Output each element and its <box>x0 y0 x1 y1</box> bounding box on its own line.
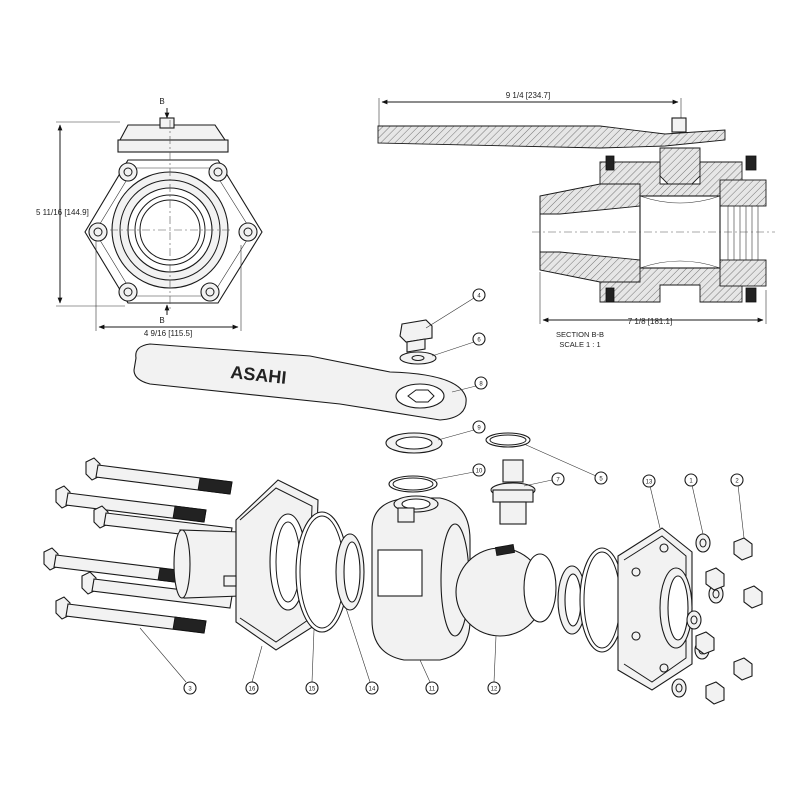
svg-text:2: 2 <box>735 479 739 485</box>
svg-text:15: 15 <box>309 687 316 693</box>
stem <box>490 459 536 525</box>
length-dimension: 9 1/4 [234.7] <box>506 91 550 100</box>
set-screw <box>399 319 433 353</box>
svg-text:1: 1 <box>689 479 693 485</box>
exploded-view: ASAHI <box>43 288 763 705</box>
ball <box>455 544 557 637</box>
balloon-5: 5 <box>594 471 608 485</box>
svg-text:9: 9 <box>477 426 481 432</box>
balloon-3: 3 <box>183 681 197 695</box>
svg-text:10: 10 <box>476 469 483 475</box>
balloon-16: 16 <box>245 681 259 695</box>
section-title: SECTION B-B <box>556 330 604 339</box>
leader-lines <box>139 297 745 683</box>
face-dimension: 7 1/8 [181.1] <box>628 317 672 326</box>
section-marker-top: B <box>159 97 164 106</box>
svg-text:13: 13 <box>646 480 653 486</box>
balloon-15: 15 <box>305 681 319 695</box>
balloon-1: 1 <box>684 473 698 487</box>
svg-text:8: 8 <box>479 382 483 388</box>
o-ring-right <box>579 547 625 653</box>
bolts <box>43 457 233 634</box>
balloon-10: 10 <box>472 463 486 477</box>
front-bolt-holes <box>88 162 258 302</box>
right-end-connector <box>617 527 693 691</box>
balloon-6: 6 <box>472 332 486 346</box>
svg-text:6: 6 <box>477 338 481 344</box>
svg-text:7: 7 <box>556 478 560 484</box>
thread-lines <box>727 206 759 260</box>
balloon-13: 13 <box>642 474 656 488</box>
width-dimension: 4 9/16 [115.5] <box>144 329 192 338</box>
svg-text:16: 16 <box>249 687 256 693</box>
height-dimension: 5 11/16 [144.9] <box>36 208 89 217</box>
valve-body <box>371 495 471 661</box>
balloon-12: 12 <box>487 681 501 695</box>
front-view: B B 5 11/16 [144.9] <box>36 97 263 338</box>
handle: ASAHI <box>133 343 467 421</box>
svg-text:4: 4 <box>477 294 481 300</box>
section-scale: SCALE 1 : 1 <box>559 340 600 349</box>
balloon-11: 11 <box>425 681 439 695</box>
balloon-4: 4 <box>472 288 486 302</box>
balloon-9: 9 <box>472 420 486 434</box>
washers <box>671 533 724 698</box>
washer <box>399 351 437 365</box>
balloon-14: 14 <box>365 681 379 695</box>
svg-text:5: 5 <box>599 477 603 483</box>
svg-text:12: 12 <box>491 687 498 693</box>
section-view: 9 1/4 [234.7] 7 1/8 [ <box>377 91 775 349</box>
balloon-7: 7 <box>551 472 565 486</box>
section-marker-bottom: B <box>159 316 164 325</box>
svg-text:11: 11 <box>429 687 436 693</box>
balloon-8: 8 <box>474 376 488 390</box>
o-ring-10 <box>388 475 438 493</box>
svg-text:14: 14 <box>369 687 376 693</box>
balloon-2: 2 <box>730 473 744 487</box>
nuts <box>695 537 763 705</box>
svg-text:3: 3 <box>188 687 192 693</box>
